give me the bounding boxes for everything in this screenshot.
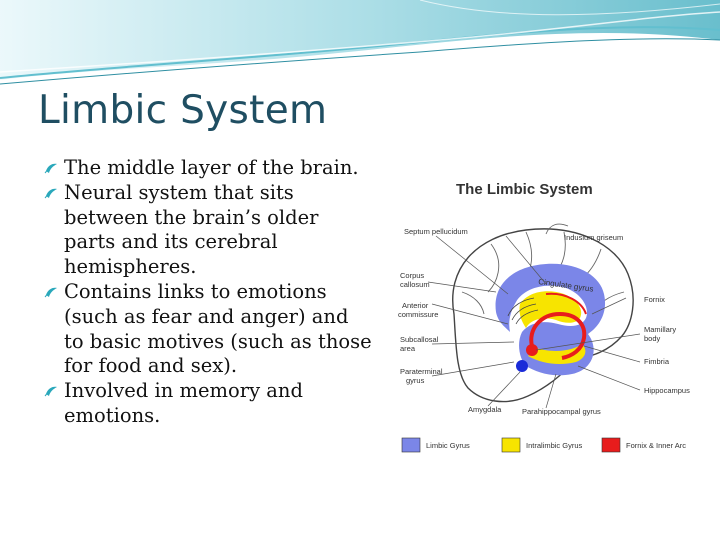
bullet-text: The middle layer of the brain.	[64, 156, 359, 179]
subcallosal-label: Subcallosal	[400, 335, 439, 344]
top-banner-decoration	[0, 0, 720, 85]
mamillary-body-shape	[526, 344, 538, 356]
paraterminal-label: Paraterminal	[400, 367, 443, 376]
bullet-marker-icon	[44, 188, 57, 199]
amygdala-shape	[516, 360, 528, 372]
leader-lines	[427, 235, 641, 409]
gyrus-label: gyrus	[406, 376, 425, 385]
figure-title: The Limbic System	[456, 181, 593, 198]
bullet-marker-icon	[44, 386, 57, 397]
area-label: area	[400, 344, 416, 353]
callosum-label: callosum	[400, 280, 430, 289]
legend-label-intralimbic: Intralimbic Gyrus	[526, 441, 583, 450]
bullet-list: The middle layer of the brain. Neural sy…	[44, 156, 374, 429]
bullet-text: Involved in memory and emotions.	[64, 379, 303, 427]
fornix-arc-shape	[529, 311, 587, 360]
commissure-label: commissure	[398, 310, 438, 319]
bullet-item: Neural system that sits between the brai…	[44, 181, 374, 280]
hippocampus-label: Hippocampus	[644, 386, 690, 395]
legend-swatch-intralimbic	[501, 437, 521, 453]
anterior-label: Anterior	[402, 301, 429, 310]
fornix-label: Fornix	[644, 295, 665, 304]
intralimbic-lower-shape	[528, 344, 586, 364]
amygdala-label: Amygdala	[468, 405, 502, 414]
fimbria-label: Fimbria	[644, 357, 670, 366]
figure-legend: Limbic Gyrus Intralimbic Gyrus Fornix & …	[401, 437, 686, 453]
legend-label-limbic: Limbic Gyrus	[426, 441, 470, 450]
legend-swatch-limbic	[401, 437, 421, 453]
septum-label: Septum pellucidum	[404, 227, 468, 236]
fornix-inner-shape	[545, 292, 587, 315]
slide-title: Limbic System	[38, 88, 328, 133]
bullet-item: The middle layer of the brain.	[44, 156, 374, 181]
corpus-callosum-striations	[507, 297, 539, 325]
mamillary-label: Mamillary	[644, 325, 676, 334]
intralimbic-gyrus-shape	[519, 291, 582, 328]
corpus-label: Corpus	[400, 271, 424, 280]
legend-label-fornix: Fornix & Inner Arc	[626, 441, 686, 450]
body-label: body	[644, 334, 661, 343]
bullet-text: Neural system that sits between the brai…	[64, 180, 319, 279]
bullet-item: Involved in memory and emotions.	[44, 379, 374, 429]
limbic-system-diagram: The Limbic System Cingulate gyru	[398, 181, 690, 453]
indusium-label: Indusium griseum	[564, 233, 623, 242]
bullet-text: Contains links to emotions (such as fear…	[64, 279, 372, 378]
bullet-marker-icon	[44, 287, 57, 298]
bullet-marker-icon	[44, 163, 57, 174]
legend-swatch-fornix	[601, 437, 621, 453]
parahippocampal-label: Parahippocampal gyrus	[522, 407, 601, 416]
bullet-item: Contains links to emotions (such as fear…	[44, 280, 374, 379]
